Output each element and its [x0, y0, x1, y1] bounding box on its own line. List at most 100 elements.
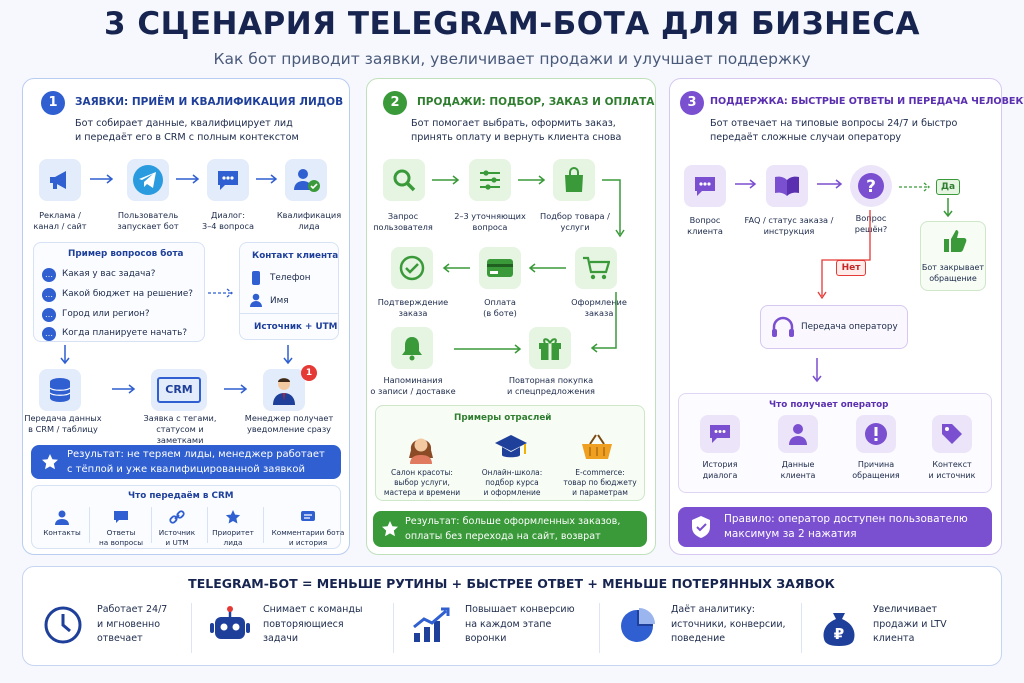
result-line: оплаты без перехода на сайт, возврат кли… [405, 531, 601, 557]
result-line: Результат: не теряем лиды, менеджер рабо… [67, 449, 325, 460]
operator-handoff-label: Передача оператору [801, 322, 898, 332]
divider [151, 507, 152, 543]
contact-source: Источник + UTM [254, 322, 338, 332]
step-label: FAQ / статус заказа /инструкция [744, 215, 834, 236]
bag-icon [553, 159, 595, 201]
headset-icon [772, 316, 794, 337]
star-icon [42, 454, 58, 470]
crm-icon: CRM [151, 369, 207, 411]
svg-text:?: ? [866, 177, 876, 197]
arrow-right [454, 344, 522, 354]
arrow-right [735, 179, 757, 189]
pie-icon [617, 605, 657, 645]
crm-items-box: Что передаём в CRM [31, 485, 341, 549]
megaphone-icon [39, 159, 81, 201]
contact-title: Контакт клиента [252, 251, 339, 261]
arrow-right [224, 384, 248, 394]
basket-icon [582, 434, 612, 459]
arrow-down [60, 345, 70, 365]
question-item: Когда планируете начать? [62, 328, 187, 338]
scenario-desc-1: Бот отвечает на типовые вопросы 24/7 и б… [710, 118, 958, 129]
scenario-desc-2: принять оплату и вернуть клиента снова [411, 132, 622, 143]
telegram-icon [127, 159, 169, 201]
scenario-number: 1 [41, 91, 65, 115]
graduation-cap-icon [495, 435, 527, 458]
scenario-title: ЗАЯВКИ: ПРИЁМ И КВАЛИФИКАЦИЯ ЛИДОВ [75, 96, 344, 108]
contact-box: Контакт клиента Телефон Имя Источник + U… [239, 242, 339, 340]
search-icon [383, 159, 425, 201]
arrow-yes [899, 182, 931, 192]
contact-name: Имя [270, 296, 289, 306]
chat-icon [113, 509, 129, 525]
user-check-icon [285, 159, 327, 201]
chat-icon: … [42, 327, 56, 341]
chart-up-icon [411, 605, 453, 645]
check-circle-icon [391, 247, 433, 289]
scenario-title: ПРОДАЖИ: ПОДБОР, ЗАКАЗ И ОПЛАТА [417, 96, 655, 108]
benefits-bar: TELEGRAM-БОТ = МЕНЬШЕ РУТИНЫ + БЫСТРЕЕ О… [22, 566, 1002, 666]
question-item: Какая у вас задача? [62, 269, 156, 279]
divider [89, 507, 90, 543]
industry-label: Салон красоты:выбор услуги,мастера и вре… [383, 468, 461, 497]
tag-icon [932, 415, 972, 453]
arrow-down [812, 358, 822, 383]
crm-item-label: Контакты [43, 528, 81, 537]
money-bag-icon: ₽ [819, 605, 859, 647]
link-icon [169, 509, 185, 525]
step-label: Оплата(в боте) [483, 297, 517, 318]
scenario-title: ПОДДЕРЖКА: БЫСТРЫЕ ОТВЕТЫ И ПЕРЕДАЧА ЧЕЛ… [710, 96, 1024, 107]
arrow-right [90, 174, 114, 184]
operator-handoff-box: Передача оператору [760, 305, 908, 349]
svg-text:₽: ₽ [834, 625, 844, 643]
arrow-curve-left [590, 292, 617, 353]
arrow-dashed [208, 288, 234, 298]
scenario-leads-panel: 1 ЗАЯВКИ: ПРИЁМ И КВАЛИФИКАЦИЯ ЛИДОВ Бот… [22, 78, 350, 555]
result-line: с тёплой и уже квалифицированной заявкой [67, 464, 305, 475]
arrow-down [943, 198, 953, 218]
step-label: Реклама /канал / сайт [33, 210, 87, 231]
arrow-right [256, 174, 278, 184]
divider [801, 603, 802, 653]
arrow-left [528, 263, 566, 273]
chat-icon: … [42, 288, 56, 302]
notification-badge: 1 [301, 365, 317, 381]
divider [191, 603, 192, 653]
scenario-sales-panel: 2 ПРОДАЖИ: ПОДБОР, ЗАКАЗ И ОПЛАТА Бот по… [366, 78, 656, 557]
star-icon [225, 509, 241, 525]
step-label: Подбор товара /услуги [540, 211, 610, 232]
scenario-number: 3 [680, 91, 704, 115]
divider [207, 507, 208, 543]
operator-receives-title: Что получает оператор [769, 400, 889, 410]
alert-icon [856, 415, 896, 453]
yes-badge: Да [936, 179, 960, 195]
bell-icon [391, 327, 433, 369]
card-icon [479, 247, 521, 289]
chat-icon: … [42, 268, 56, 282]
manager-icon [263, 369, 305, 411]
question-item: Какой бюджет на решение? [62, 289, 193, 299]
arrow-left [442, 263, 470, 273]
question-icon: ? [850, 165, 892, 207]
comment-icon [300, 509, 316, 525]
scenario-support-panel: 3 ПОДДЕРЖКА: БЫСТРЫЕ ОТВЕТЫ И ПЕРЕДАЧА Ч… [669, 78, 1024, 555]
question-item: Город или регион? [62, 309, 150, 319]
